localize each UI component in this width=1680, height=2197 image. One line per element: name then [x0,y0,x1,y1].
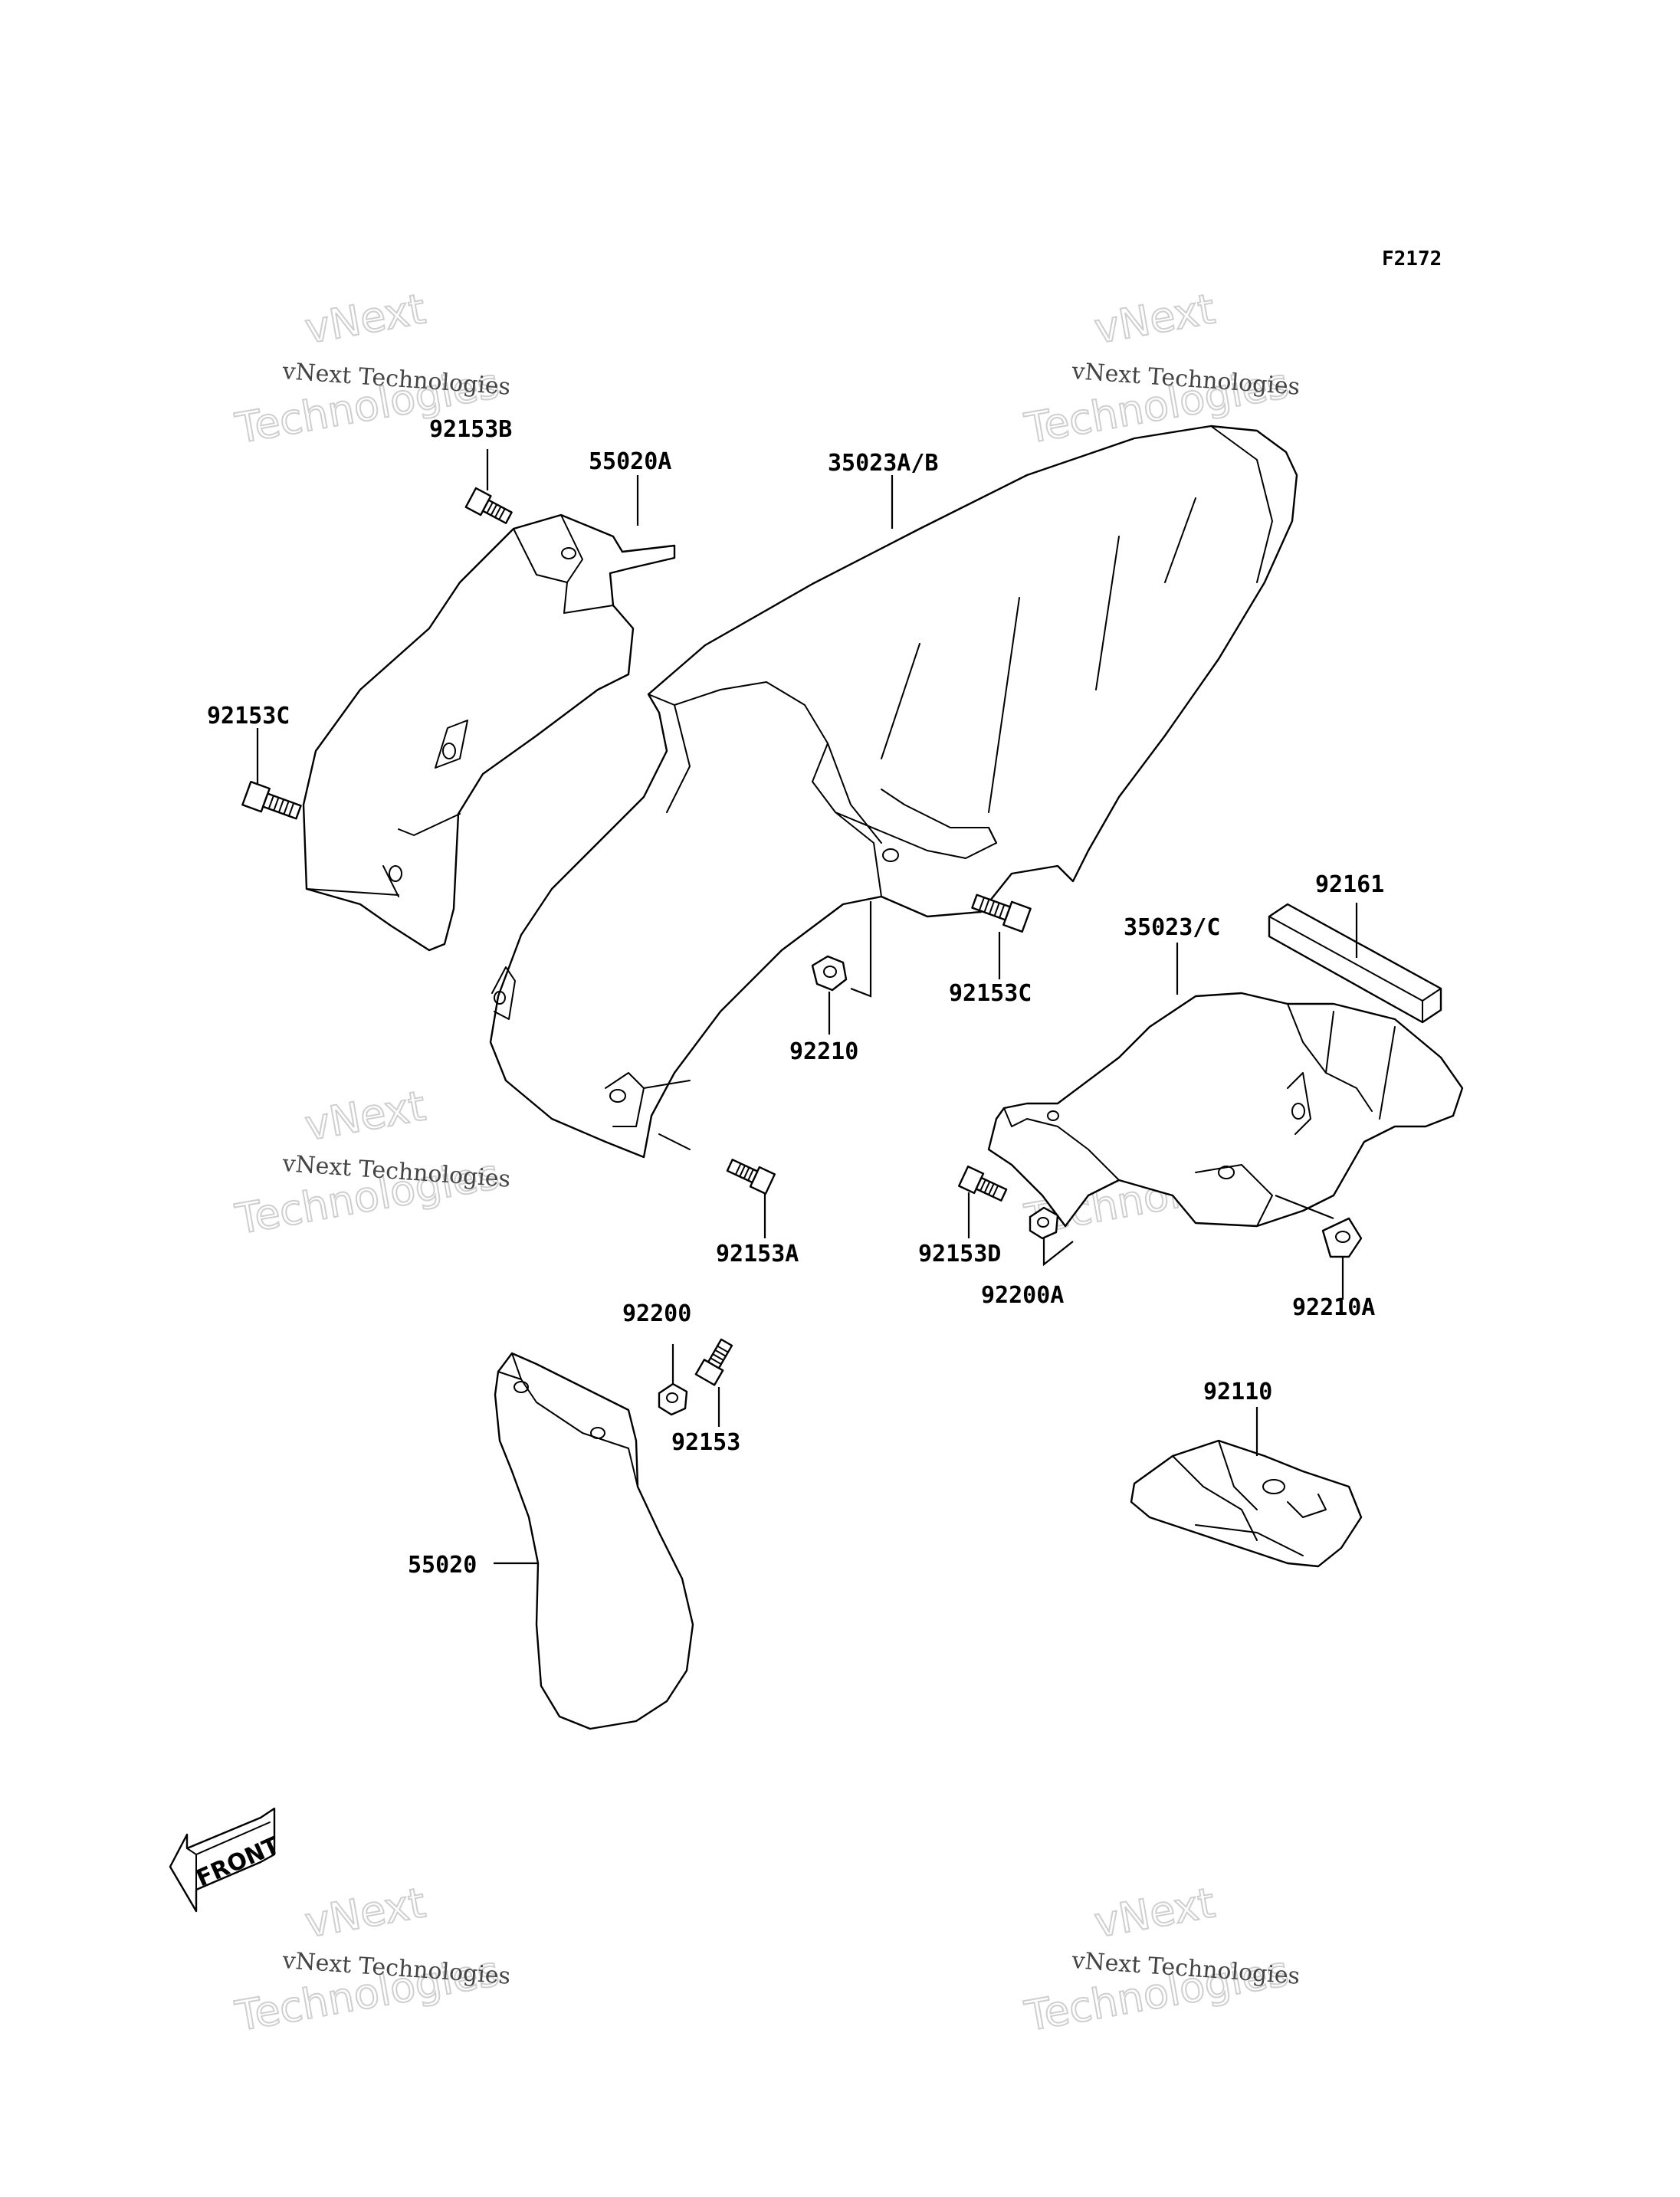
bolt-92153B [464,487,513,524]
leader-lines [256,449,1358,1565]
label-92153B: 92153B [429,416,512,443]
part-35023C-fender [987,992,1464,1228]
nut-92200A [1029,1206,1059,1240]
watermark-brand: vNext [301,284,428,353]
watermark-brand: vNext [301,1081,428,1149]
watermark-top-left: vNext Technologies vNext Technologies [231,284,511,454]
label-92110: 92110 [1203,1379,1272,1405]
figure-code: F2172 [1382,248,1442,271]
nut-92200 [658,1382,688,1416]
label-92161: 92161 [1315,871,1384,898]
bolt-92153C-left [241,780,302,820]
bolt-92153A [726,1159,776,1195]
part-55020-cover [494,1352,694,1730]
watermark-mid-left: vNext Technologies vNext Technologies [231,1080,511,1244]
clip-92210A [1321,1217,1363,1258]
watermark-bottom-right: vNext Technologies vNext Technologies [1020,1877,1301,2041]
bolt-92153D [958,1166,1008,1202]
part-55020A-cover [302,513,676,952]
label-92200: 92200 [622,1300,691,1327]
bolt-92153C-mid [971,894,1032,933]
label-55020A: 55020A [589,448,671,475]
watermark-brand: vNext [301,1878,428,1946]
watermark-top-right: vNext Technologies vNext Technologies [1020,284,1301,454]
watermark-brand: vNext [1091,1878,1218,1946]
part-92110-pad [1130,1439,1363,1568]
bolt-92153 [694,1338,733,1386]
label-92153: 92153 [671,1429,740,1456]
label-92153C-left: 92153C [207,703,290,730]
front-arrow: FRONT [169,1807,284,1913]
label-92153A: 92153A [716,1241,799,1267]
label-92153D: 92153D [918,1241,1001,1267]
nut-92210 [811,955,848,992]
watermark-bottom-left: vNext Technologies vNext Technologies [231,1877,511,2041]
part-92161-bar [1268,903,1442,1024]
label-55020: 55020 [408,1552,477,1579]
part-35023AB-fender [489,425,1298,1159]
watermark-brand: vNext [1091,284,1218,353]
label-92153C-mid: 92153C [949,980,1032,1007]
label-35023C: 35023/C [1124,914,1220,941]
label-92200A: 92200A [981,1282,1064,1309]
label-92210A: 92210A [1292,1294,1375,1321]
label-35023AB: 35023A/B [828,450,939,477]
label-92210: 92210 [789,1038,858,1065]
